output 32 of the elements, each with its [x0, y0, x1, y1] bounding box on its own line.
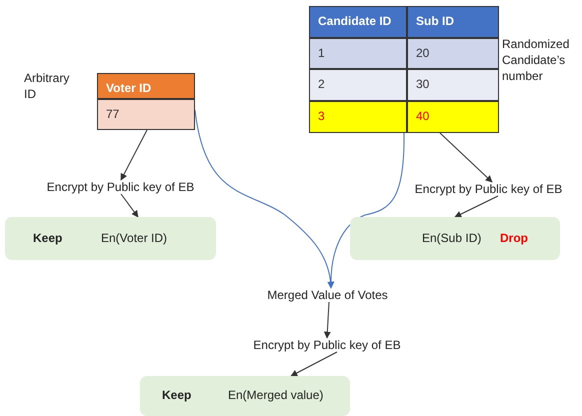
- table-cell: 2: [309, 69, 407, 101]
- arrow: [440, 132, 492, 182]
- side-label: Randomized Candidate’s number: [502, 36, 570, 84]
- step-label: Encrypt by Public key of EB: [232, 338, 422, 352]
- arrow: [324, 302, 331, 339]
- arrow: [290, 352, 338, 376]
- result-card: [350, 217, 560, 260]
- status-label: Drop: [500, 231, 528, 245]
- encrypted-value-label: En(Sub ID): [422, 231, 482, 245]
- arrow: [454, 196, 498, 218]
- status-label: Keep: [33, 231, 62, 245]
- status-label: Keep: [162, 388, 192, 402]
- table-header-cell: Candidate ID: [309, 6, 407, 38]
- table-cell: 1: [309, 38, 407, 69]
- encrypted-value-label: En(Merged value): [228, 388, 324, 402]
- table-header-cell: Voter ID: [97, 73, 195, 99]
- table-cell: 30: [407, 69, 499, 101]
- step-label: Merged Value of Votes: [245, 288, 410, 302]
- table-header-cell: Sub ID: [407, 6, 499, 38]
- step-label: Encrypt by Public key of EB: [396, 182, 581, 196]
- side-label: Arbitrary ID: [24, 70, 70, 102]
- table-cell: 3: [309, 101, 407, 133]
- arrow: [327, 132, 404, 289]
- arrow: [120, 130, 148, 181]
- result-card: [5, 217, 216, 260]
- table-cell: 20: [407, 38, 499, 69]
- result-card: [140, 376, 350, 416]
- step-label: Encrypt by Public key of EB: [28, 180, 213, 194]
- arrow: [120, 194, 138, 218]
- table-cell: 40: [407, 101, 499, 133]
- table-cell: 77: [97, 99, 195, 130]
- encrypted-value-label: En(Voter ID): [101, 231, 168, 245]
